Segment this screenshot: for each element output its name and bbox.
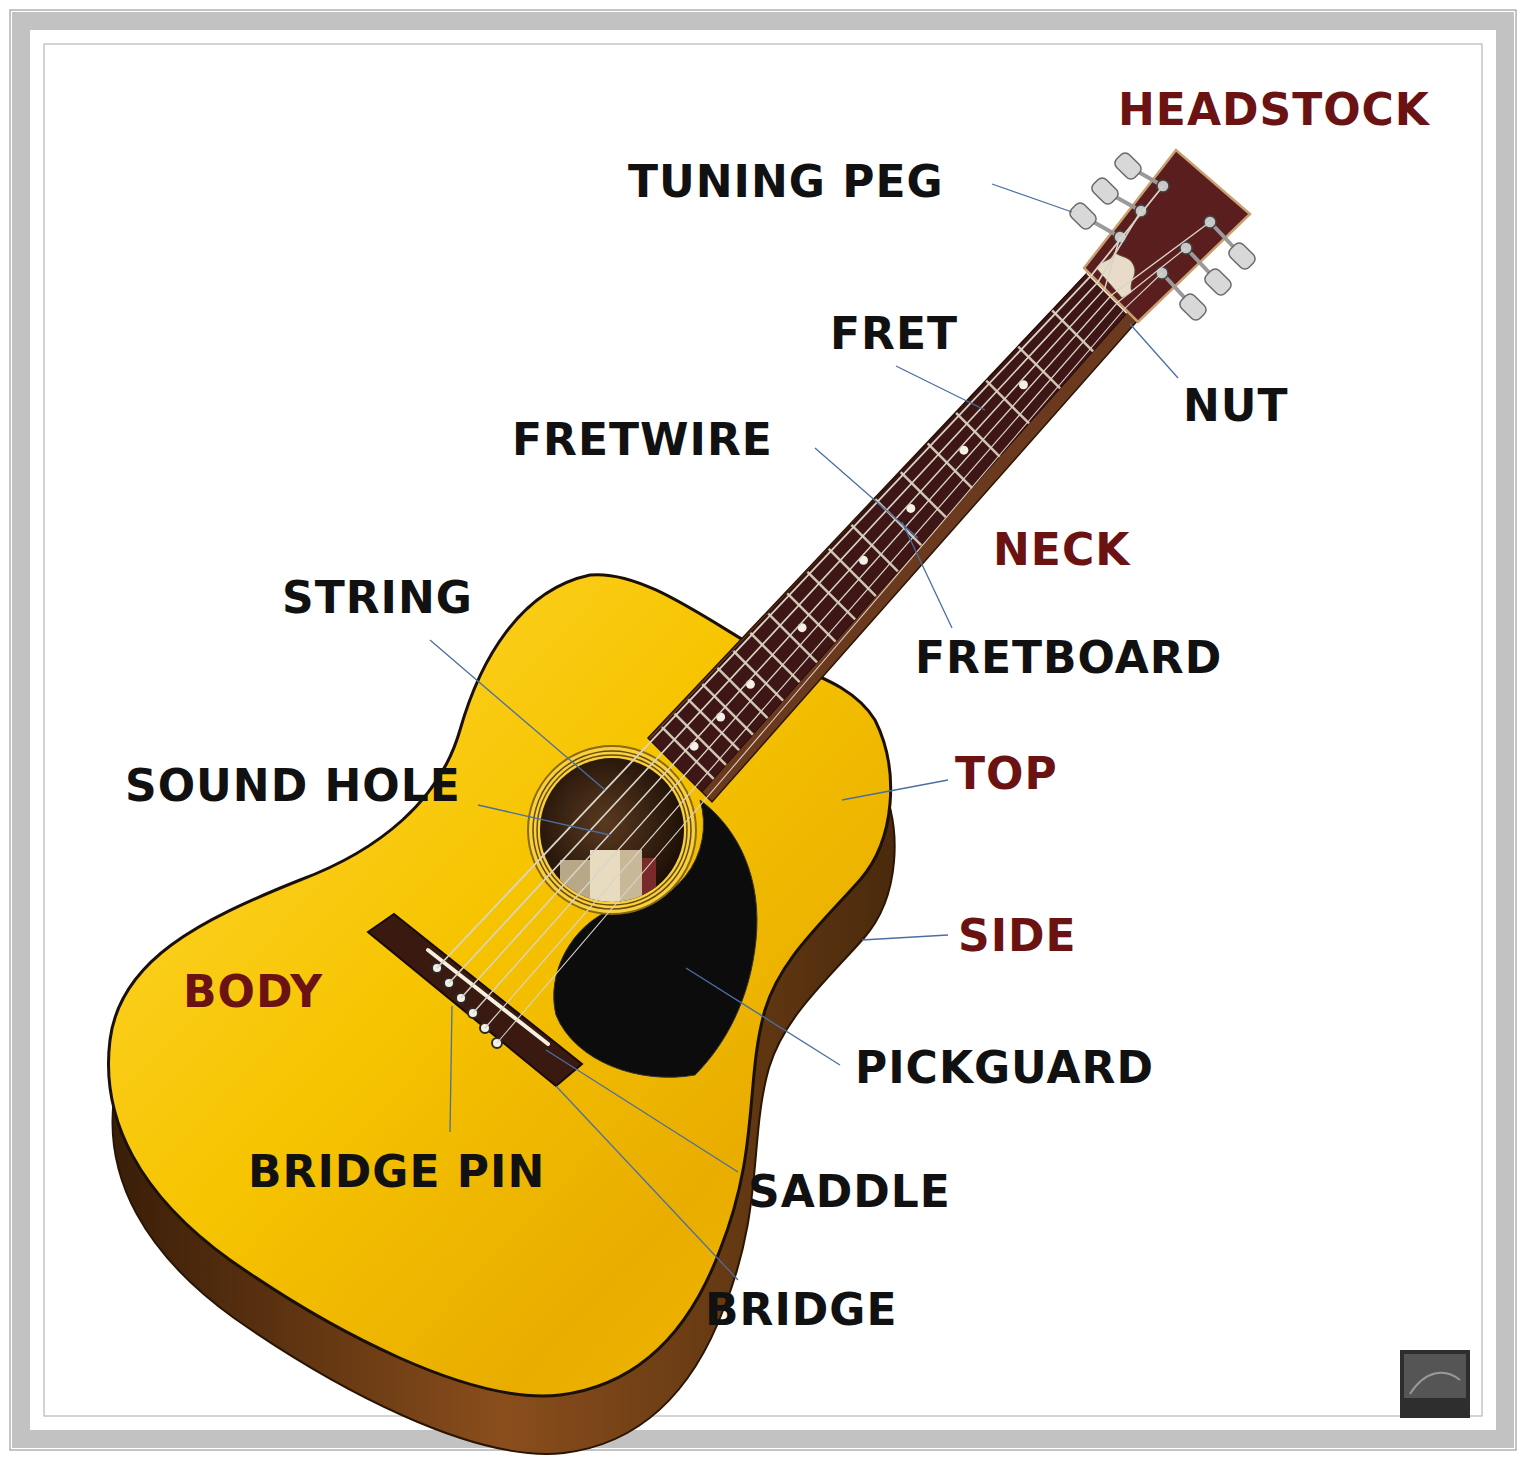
outer-frame — [10, 10, 1516, 1450]
fret-dot — [690, 742, 699, 751]
peg-button — [1067, 200, 1098, 231]
leader-line — [896, 366, 985, 410]
part-label: FRETBOARD — [915, 636, 1222, 680]
leader-line — [478, 805, 610, 835]
leader-line — [862, 935, 948, 940]
part-label: PICKGUARD — [855, 1046, 1154, 1090]
fretwire-line — [928, 443, 972, 487]
peg-button — [1089, 175, 1120, 206]
leader-line — [450, 1006, 452, 1132]
leader-line — [902, 522, 952, 628]
leader-line — [546, 1050, 738, 1172]
peg-button — [1177, 291, 1208, 322]
frame — [21, 21, 1505, 1439]
illustration-part — [1410, 1373, 1460, 1394]
guitar-string — [461, 237, 1120, 998]
part-label: FRET — [830, 312, 958, 356]
fretwire-line — [901, 472, 946, 517]
part-label: BRIDGE PIN — [248, 1150, 545, 1194]
fretwire-line — [986, 381, 1029, 424]
fretwires — [662, 272, 1128, 779]
strings — [437, 186, 1210, 1043]
part-label: SOUND HOLE — [125, 764, 461, 808]
part-label: NECK — [993, 528, 1130, 572]
fretwire-line — [956, 413, 1000, 457]
illustration-part — [620, 850, 642, 910]
peg-button — [1112, 150, 1143, 181]
illustration-part — [1084, 150, 1250, 322]
part-label: BRIDGE — [705, 1288, 897, 1332]
part-label: BODY — [183, 970, 323, 1014]
illustration-part — [1404, 1354, 1466, 1398]
leader-line — [686, 968, 840, 1065]
part-label: FRETWIRE — [512, 418, 773, 462]
part-label: TUNING PEG — [628, 160, 944, 204]
leader-line — [1130, 324, 1178, 378]
neck-shape — [648, 270, 1138, 802]
leader-lines — [430, 184, 1178, 1280]
part-label: SIDE — [958, 914, 1077, 958]
guitar-string — [473, 222, 1210, 1013]
illustration-part — [528, 746, 696, 914]
illustration-part — [368, 914, 582, 1086]
illustration-part — [642, 858, 656, 898]
part-label: HEADSTOCK — [1118, 88, 1430, 132]
part-label: TOP — [955, 752, 1058, 796]
part-label: NUT — [1183, 384, 1289, 428]
fretwire-line — [1052, 310, 1093, 351]
fretwire-line — [829, 549, 876, 596]
watermark-logo — [1400, 1350, 1470, 1418]
fret-dot — [746, 680, 755, 689]
bridge-pins — [432, 963, 502, 1048]
illustration-part — [560, 850, 656, 910]
illustration-part — [533, 751, 691, 909]
bridge-shape — [368, 914, 582, 1086]
fret-dot — [716, 713, 725, 722]
peg-button — [1202, 266, 1233, 297]
sound-hole-shape — [528, 746, 696, 914]
fretwire-line — [851, 525, 897, 571]
leader-line — [556, 1086, 738, 1280]
peg-button — [1226, 240, 1257, 271]
leader-line — [842, 780, 948, 800]
guitar-string — [449, 211, 1141, 983]
inner-frame — [44, 44, 1482, 1416]
fretwire-line — [1018, 347, 1060, 389]
tuning-pegs — [1067, 150, 1257, 322]
leader-line — [992, 184, 1072, 212]
guitar-string — [437, 186, 1163, 968]
illustration-part — [590, 850, 620, 910]
part-label: STRING — [282, 576, 473, 620]
headstock-shape — [1084, 150, 1250, 322]
part-label: SADDLE — [748, 1170, 951, 1214]
illustration-part — [1400, 1350, 1470, 1418]
